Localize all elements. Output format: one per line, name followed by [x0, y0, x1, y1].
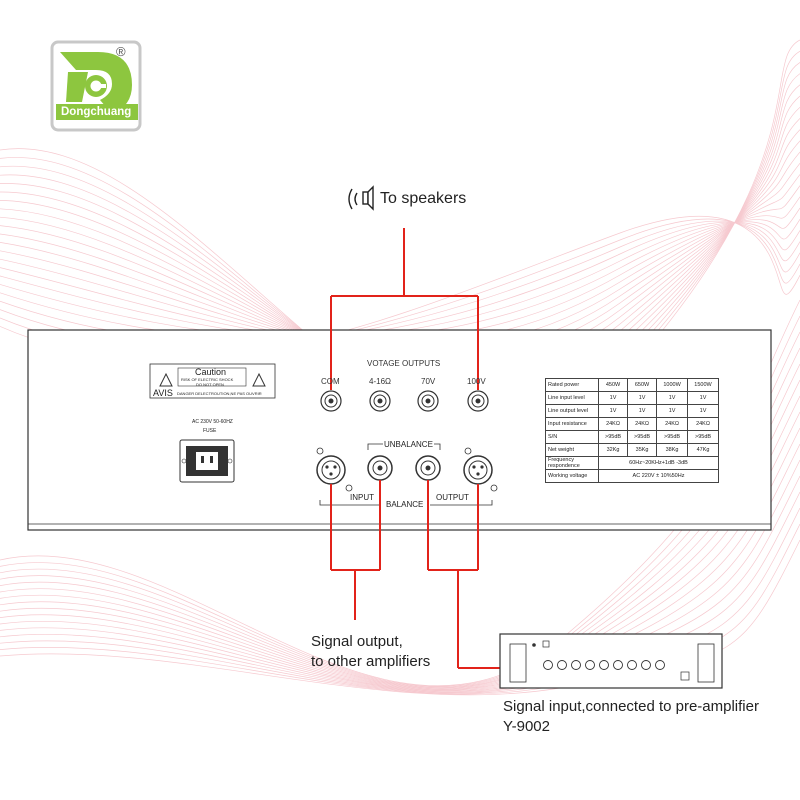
- spec-cell: 38Kg: [656, 443, 689, 457]
- spec-cell: AC 220V ± 10%50Hz: [598, 469, 719, 483]
- spec-row: Line output level 1V 1V 1V 1V: [545, 404, 719, 418]
- spec-cell: 60Hz~20KHz+1dB -3dB: [598, 456, 719, 470]
- spec-cell: 1V: [597, 391, 629, 405]
- caution-line1: RISK OF ELECTRIC SHOCK: [181, 377, 234, 382]
- spec-cell: >95dB: [627, 430, 658, 444]
- output-label: OUTPUT: [436, 493, 469, 502]
- spec-cell: Rated power: [545, 378, 599, 392]
- signal-input-line1: Signal input,connected to pre-amplifier: [503, 698, 759, 715]
- signal-input-wiring: [427, 480, 500, 669]
- background-wave-line: [0, 196, 800, 345]
- brand-name: Dongchuang: [61, 106, 132, 118]
- spec-cell: 47Kg: [687, 443, 719, 457]
- fuse-label: FUSE: [203, 428, 217, 434]
- unbalance-label: UNBALANCE: [383, 440, 434, 449]
- balance-label: BALANCE: [384, 500, 426, 509]
- spec-cell: 1V: [597, 404, 629, 418]
- spec-cell: Frequency respondence: [545, 456, 599, 470]
- signal-output-wiring: [330, 480, 381, 620]
- pre-amplifier-unit: [499, 633, 723, 689]
- spec-row: Input resistance 24KΩ 24KΩ 24KΩ 24KΩ: [545, 417, 719, 431]
- power-spec-label: AC 230V 50-60HZ: [192, 419, 233, 425]
- spec-cell: 1000W: [656, 378, 689, 392]
- spec-cell: Input resistance: [545, 417, 599, 431]
- speaker-wiring: [330, 228, 479, 390]
- avis-word: AVIS: [153, 388, 173, 398]
- spec-cell: 32Kg: [597, 443, 629, 457]
- terminal-com: [320, 390, 342, 412]
- spec-cell: 24KΩ: [627, 417, 658, 431]
- background-wave-line: [0, 523, 800, 695]
- signal-output-callout: Signal output, to other amplifiers: [311, 632, 430, 672]
- spec-cell: >95dB: [656, 430, 689, 444]
- caution-line2: DO NOT OPEN: [196, 382, 224, 387]
- signal-input-line2: Y-9002: [503, 718, 550, 735]
- spec-table: Rated power 450W 650W 1000W 1500W Line i…: [545, 378, 719, 483]
- spec-cell: >95dB: [597, 430, 629, 444]
- spec-cell: 1V: [656, 404, 689, 418]
- spec-cell: 1V: [687, 404, 719, 418]
- terminal-100v: [467, 390, 489, 412]
- spec-row: Line input level 1V 1V 1V 1V: [545, 391, 719, 405]
- spec-cell: 1V: [627, 404, 658, 418]
- outputs-title: VOTAGE OUTPUTS: [367, 359, 441, 368]
- spec-cell: S/N: [545, 430, 599, 444]
- spec-cell: Line input level: [545, 391, 599, 405]
- background-wave-line: [0, 185, 800, 349]
- spec-cell: 1V: [687, 391, 719, 405]
- to-speakers-label: To speakers: [380, 190, 467, 207]
- power-inlet: [179, 439, 235, 483]
- registered-mark: ®: [116, 44, 126, 59]
- spec-cell: 24KΩ: [656, 417, 689, 431]
- background-wave-line: [0, 507, 800, 694]
- spec-cell: 35Kg: [627, 443, 658, 457]
- rca-input-connector: [367, 455, 393, 481]
- avis-text: DANGER DELECTROUTION,NE PAS OUVRIR: [177, 391, 262, 396]
- background-wave-line: [0, 174, 800, 354]
- spec-row: S/N >95dB >95dB >95dB >95dB: [545, 430, 719, 444]
- terminal-label-100v: 100V: [467, 377, 486, 386]
- background-wave-line: [0, 219, 800, 340]
- spec-row: Frequency respondence 60Hz~20KHz+1dB -3d…: [545, 456, 719, 470]
- terminal-4-16: [369, 390, 391, 412]
- spec-cell: Working voltage: [545, 469, 599, 483]
- terminal-70v: [417, 390, 439, 412]
- speaker-icon: [348, 185, 374, 211]
- spec-cell: 1500W: [687, 378, 719, 392]
- spec-cell: 450W: [597, 378, 629, 392]
- pre-amplifier-knobs: [543, 660, 665, 670]
- spec-row: Working voltage AC 220V ± 10%50Hz: [545, 469, 719, 483]
- spec-cell: >95dB: [687, 430, 719, 444]
- spec-cell: Line output level: [545, 404, 599, 418]
- caution-label: [149, 363, 276, 399]
- spec-cell: 24KΩ: [597, 417, 629, 431]
- spec-cell: 1V: [656, 391, 689, 405]
- terminal-label-4-16: 4-16Ω: [369, 377, 391, 386]
- spec-cell: Net weight: [545, 443, 599, 457]
- background-wave-line: [0, 207, 800, 342]
- signal-input-callout: Signal input,connected to pre-amplifier …: [503, 697, 759, 737]
- terminal-label-70v: 70V: [421, 377, 436, 386]
- spec-cell: 650W: [627, 378, 658, 392]
- rca-output-connector: [415, 455, 441, 481]
- input-label: INPUT: [350, 493, 374, 502]
- terminal-label-com: COM: [321, 377, 340, 386]
- spec-row: Net weight 32Kg 35Kg 38Kg 47Kg: [545, 443, 719, 457]
- background-wave-line: [0, 539, 800, 696]
- warning-triangle-icon: [159, 372, 173, 387]
- brand-logo: [50, 40, 142, 132]
- spec-header-row: Rated power 450W 650W 1000W 1500W: [545, 378, 719, 392]
- signal-output-line1: Signal output,: [311, 633, 403, 650]
- caution-title: Caution: [195, 367, 227, 377]
- warning-triangle-icon-right: [252, 372, 266, 387]
- spec-cell: 24KΩ: [687, 417, 719, 431]
- spec-cell: 1V: [627, 391, 658, 405]
- signal-output-line2: to other amplifiers: [311, 653, 431, 670]
